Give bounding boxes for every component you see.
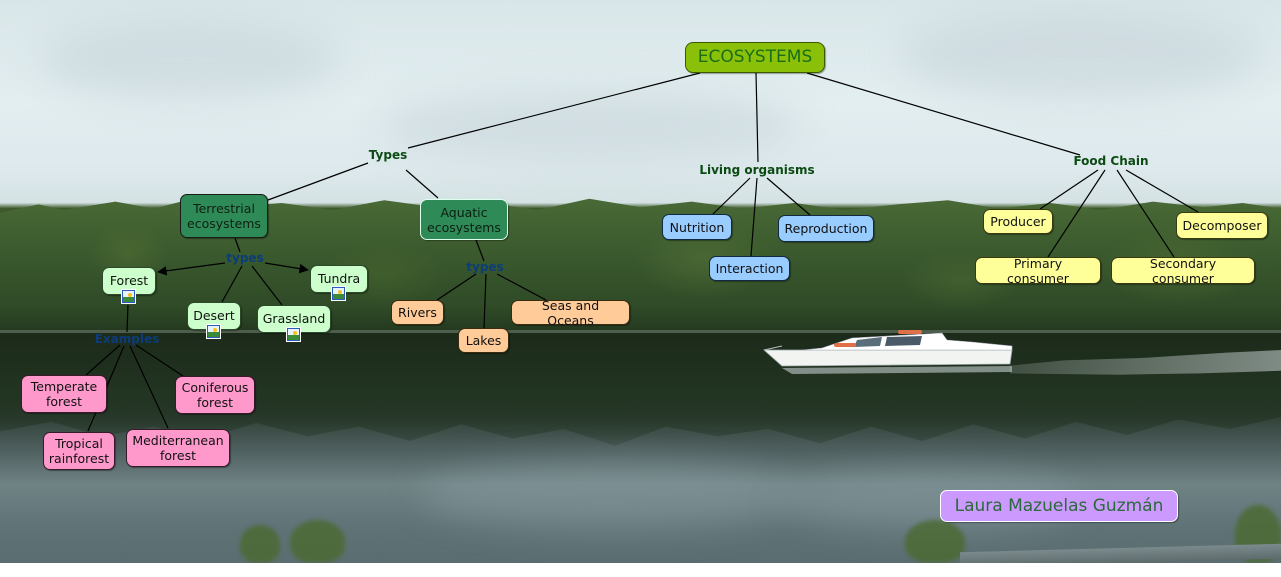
link-label-living-organisms[interactable]: Living organisms: [699, 163, 815, 177]
link-label-examples[interactable]: Examples: [94, 332, 160, 346]
grassland-label: Grassland: [262, 311, 326, 326]
water-reflection: [420, 460, 800, 530]
coniferous-forest-label: Coniferous forest: [181, 380, 249, 410]
image-icon[interactable]: [332, 287, 345, 300]
concept-aquatic-ecosystems[interactable]: Aquatic ecosystems: [420, 199, 508, 240]
secondary-consumer-label: Secondary consumer: [1149, 255, 1217, 286]
concept-mediterranean-forest[interactable]: Mediterranean forest: [126, 429, 230, 467]
reproduction-label: Reproduction: [784, 221, 868, 236]
concept-tundra[interactable]: Tundra: [310, 265, 368, 293]
concept-lakes[interactable]: Lakes: [458, 328, 509, 353]
concept-interaction[interactable]: Interaction: [709, 256, 790, 281]
concept-rivers[interactable]: Rivers: [391, 300, 444, 325]
mediterranean-forest-label: Mediterranean forest: [132, 433, 224, 463]
image-icon[interactable]: [207, 325, 220, 338]
producer-label: Producer: [990, 214, 1046, 229]
foreground-plant: [290, 520, 345, 563]
image-icon[interactable]: [122, 290, 135, 303]
sky-cloud: [900, 10, 1260, 100]
foreground-plant: [240, 525, 280, 563]
boat-railing: [960, 543, 1281, 563]
link-label-types[interactable]: Types: [368, 148, 408, 162]
image-icon[interactable]: [287, 328, 300, 341]
link-label-aquatic-types[interactable]: types: [466, 260, 504, 274]
link-label-terrestrial-types[interactable]: types: [226, 251, 264, 265]
author-name[interactable]: Laura Mazuelas Guzmán: [940, 490, 1178, 522]
concept-decomposer[interactable]: Decomposer: [1176, 212, 1268, 239]
concept-reproduction[interactable]: Reproduction: [778, 215, 874, 242]
tropical-rainforest-label: Tropical rainforest: [48, 436, 110, 466]
tundra-label: Tundra: [317, 271, 361, 286]
foreground-plant: [905, 520, 965, 563]
concept-producer[interactable]: Producer: [983, 209, 1053, 234]
desert-label: Desert: [193, 308, 235, 323]
concept-nutrition[interactable]: Nutrition: [662, 214, 732, 240]
temperate-forest-label: Temperate forest: [30, 379, 98, 409]
sky-cloud: [380, 90, 800, 160]
decomposer-label: Decomposer: [1182, 218, 1262, 233]
motorboat: [762, 330, 1013, 374]
concept-seas-and-oceans[interactable]: Seas and Oceans: [511, 297, 630, 328]
seas-and-oceans-label: Seas and Oceans: [541, 297, 600, 328]
root-label: ECOSYSTEMS: [697, 47, 813, 67]
sky-cloud: [40, 20, 340, 100]
concept-secondary-consumer[interactable]: Secondary consumer: [1111, 255, 1255, 286]
primary-consumer-label: Primary consumer: [1007, 255, 1069, 286]
author-label: Laura Mazuelas Guzmán: [954, 495, 1164, 516]
concept-primary-consumer[interactable]: Primary consumer: [975, 255, 1101, 286]
nutrition-label: Nutrition: [669, 219, 725, 235]
link-label-food-chain[interactable]: Food Chain: [1073, 154, 1149, 168]
concept-tropical-rainforest[interactable]: Tropical rainforest: [43, 432, 115, 470]
interaction-label: Interaction: [715, 261, 784, 276]
root-concept-ecosystems[interactable]: ECOSYSTEMS: [685, 42, 825, 73]
concept-temperate-forest[interactable]: Temperate forest: [21, 375, 107, 413]
concept-terrestrial-ecosystems[interactable]: Terrestrial ecosystems: [180, 194, 268, 238]
aquatic-label: Aquatic ecosystems: [427, 204, 501, 235]
forest-label: Forest: [109, 273, 149, 288]
terrestrial-label: Terrestrial ecosystems: [187, 201, 261, 231]
concept-coniferous-forest[interactable]: Coniferous forest: [175, 376, 255, 414]
lakes-label: Lakes: [465, 333, 502, 348]
rivers-label: Rivers: [398, 305, 437, 320]
shoreline: [0, 330, 1281, 333]
